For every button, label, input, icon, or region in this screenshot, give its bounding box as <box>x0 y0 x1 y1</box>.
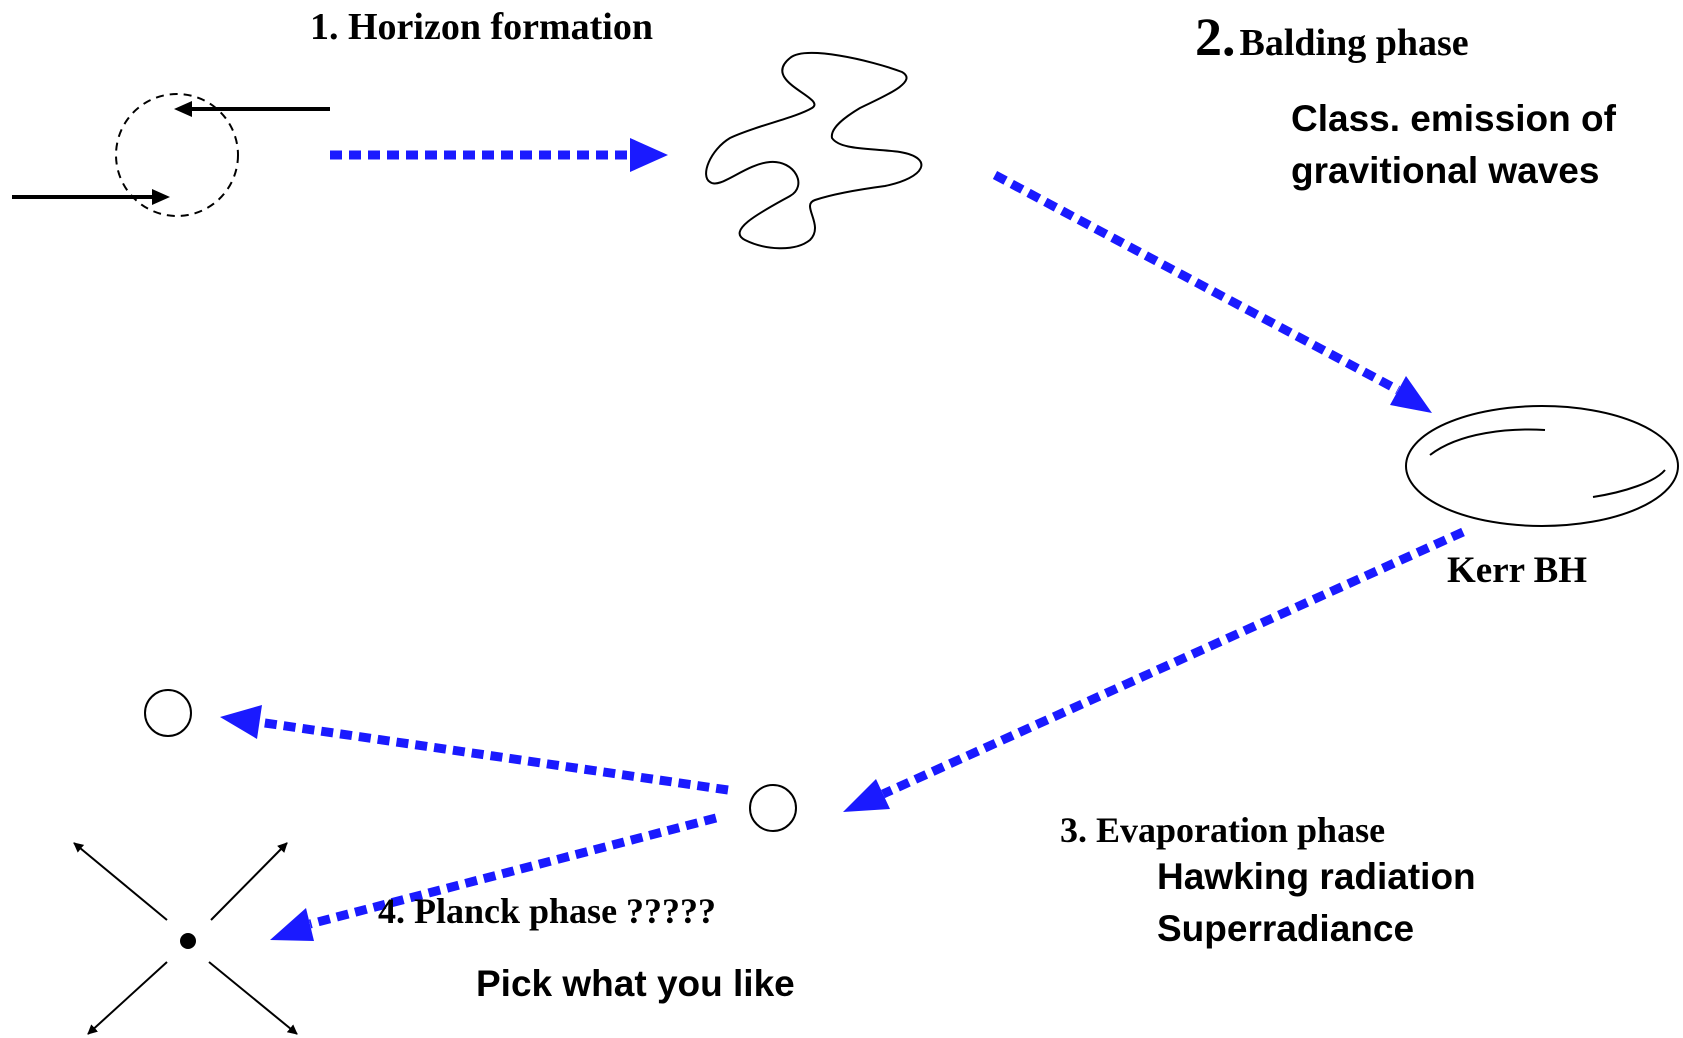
incoming-particle-right-arrow <box>174 101 330 117</box>
burst-arrow-up-left <box>73 842 168 921</box>
kerr-highlight-lower <box>1592 469 1666 498</box>
evaporation-item-superradiance: Superradiance <box>1157 908 1415 949</box>
remnant-circle <box>144 689 192 737</box>
kerr-black-hole-ellipse <box>1405 405 1679 527</box>
evaporation-item-hawking: Hawking radiation <box>1157 856 1476 897</box>
small-black-hole-circle <box>749 784 797 832</box>
balding-detail-line1: Class. emission of <box>1291 98 1616 139</box>
flow-arrow-balding-to-kerr <box>992 171 1432 413</box>
flow-arrow-horizon-to-balding <box>330 138 668 172</box>
trapped-surface-circle <box>115 93 239 217</box>
burst-arrow-down-right <box>208 961 298 1035</box>
kerr-highlight-upper <box>1429 428 1546 456</box>
burst-arrow-up-right <box>210 842 288 921</box>
evaporation-phase-title: 3. Evaporation phase <box>1060 810 1386 850</box>
balding-phase-title: 2. Balding phase <box>1195 10 1469 64</box>
horizon-formation-title: 1. Horizon formation <box>310 6 654 48</box>
flow-arrow-small-bh-to-remnant <box>220 705 729 795</box>
incoming-particle-left-arrow <box>12 189 170 205</box>
flow-arrow-small-bh-to-planck <box>270 813 718 941</box>
planck-phase-title: 4. Planck phase ????? <box>378 891 717 931</box>
kerr-bh-label: Kerr BH <box>1447 550 1588 591</box>
balding-phase-label: Balding phase <box>1239 22 1469 64</box>
planck-point-dot <box>180 933 196 949</box>
balding-phase-number: 2. <box>1195 7 1236 67</box>
irregular-horizon-blob <box>705 51 923 250</box>
burst-arrow-down-left <box>87 961 168 1035</box>
balding-detail-line2: gravitional waves <box>1291 150 1600 191</box>
flow-arrow-kerr-to-small-bh <box>843 527 1465 812</box>
planck-phase-note: Pick what you like <box>476 963 795 1004</box>
